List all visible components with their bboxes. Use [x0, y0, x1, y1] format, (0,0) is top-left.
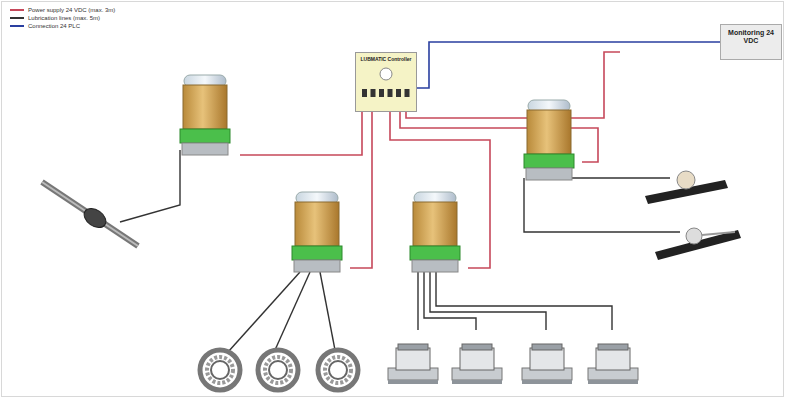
legend-row: Connection 24 PLC — [10, 22, 115, 30]
legend-row: Lubrication lines (max. 5m) — [10, 14, 115, 22]
legend-line — [10, 25, 24, 27]
controller-ports — [359, 65, 413, 99]
node-text: Monitoring 24 VDC — [724, 29, 778, 45]
plc-connection — [417, 42, 720, 88]
controller-box: LUBMATIC Controller — [355, 52, 417, 112]
legend-line — [10, 9, 24, 11]
legend-text: Power supply 24 VDC (max. 3m) — [28, 7, 115, 13]
legend-row: Power supply 24 VDC (max. 3m) — [10, 6, 115, 14]
legend-text: Lubrication lines (max. 5m) — [28, 15, 100, 21]
monitoring-box: Monitoring 24 VDC — [720, 24, 782, 60]
node-text: LUBMATIC Controller — [359, 57, 413, 63]
legend-text: Connection 24 PLC — [28, 23, 80, 29]
legend: Power supply 24 VDC (max. 3m) Lubrication… — [10, 6, 115, 30]
legend-line — [10, 17, 24, 19]
